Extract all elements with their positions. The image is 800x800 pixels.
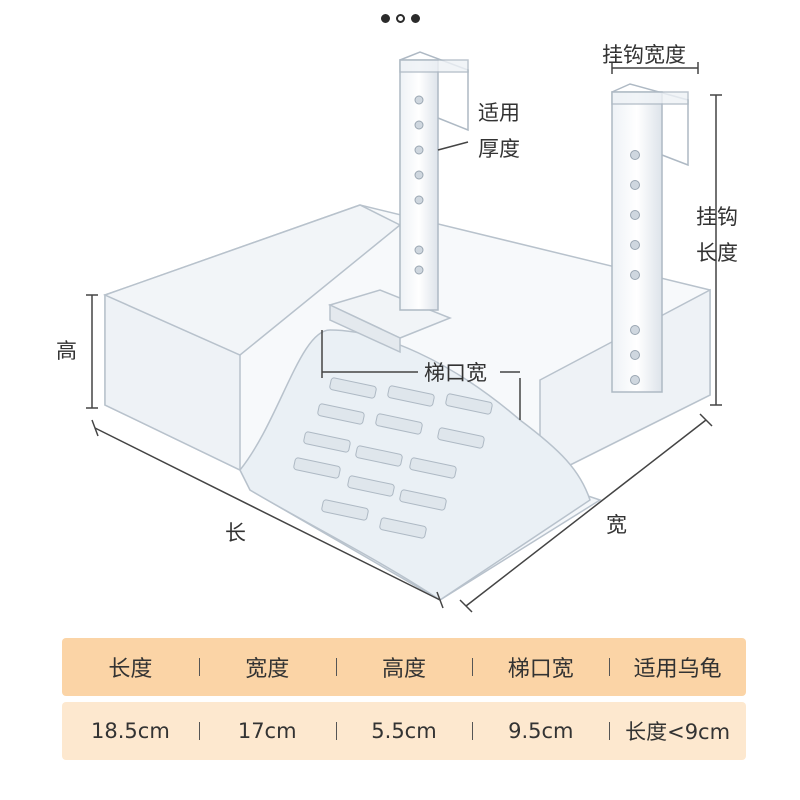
hook-width-label: 挂钩宽度 <box>602 43 686 67</box>
ladder-width-label: 梯口宽 <box>424 361 487 385</box>
spec-values-row: 18.5cm 17cm 5.5cm 9.5cm 长度<9cm <box>62 702 746 760</box>
left-hook-post <box>399 51 469 311</box>
spec-header-row: 长度 宽度 高度 梯口宽 适用乌龟 <box>62 638 746 696</box>
carousel-dot-active[interactable] <box>395 14 405 23</box>
hook-length-label-line1: 挂钩 <box>696 205 738 229</box>
clip-tab <box>327 289 453 354</box>
carousel-indicator <box>0 14 800 23</box>
height-label: 高 <box>56 339 77 363</box>
carousel-dot[interactable] <box>380 14 390 23</box>
spec-header-width: 宽度 <box>198 651 336 683</box>
right-hook-post <box>611 83 689 393</box>
fit-thickness-label-line2: 厚度 <box>478 137 520 161</box>
dimension-lines <box>86 62 722 613</box>
spec-header-ladder-width: 梯口宽 <box>472 651 609 683</box>
spec-header-height: 高度 <box>335 651 473 683</box>
length-label: 长 <box>225 521 246 545</box>
spec-value-length: 18.5cm <box>91 719 170 743</box>
spec-table: 长度 宽度 高度 梯口宽 适用乌龟 18.5cm 17cm 5.5cm 9.5c… <box>62 638 746 760</box>
fit-thickness-label-line1: 适用 <box>478 101 520 125</box>
spec-header-suitable-turtle: 适用乌龟 <box>609 651 746 683</box>
spec-header-length: 长度 <box>108 657 153 682</box>
width-label: 宽 <box>606 513 627 537</box>
spec-value-suitable-turtle: 长度<9cm <box>609 716 746 746</box>
spec-value-height: 5.5cm <box>335 719 473 743</box>
carousel-dot[interactable] <box>410 14 420 23</box>
spec-value-ladder-width: 9.5cm <box>472 719 609 743</box>
spec-value-width: 17cm <box>198 719 336 743</box>
turtle-basking-platform-illustration <box>86 51 722 613</box>
hook-length-label-line2: 长度 <box>696 241 738 265</box>
